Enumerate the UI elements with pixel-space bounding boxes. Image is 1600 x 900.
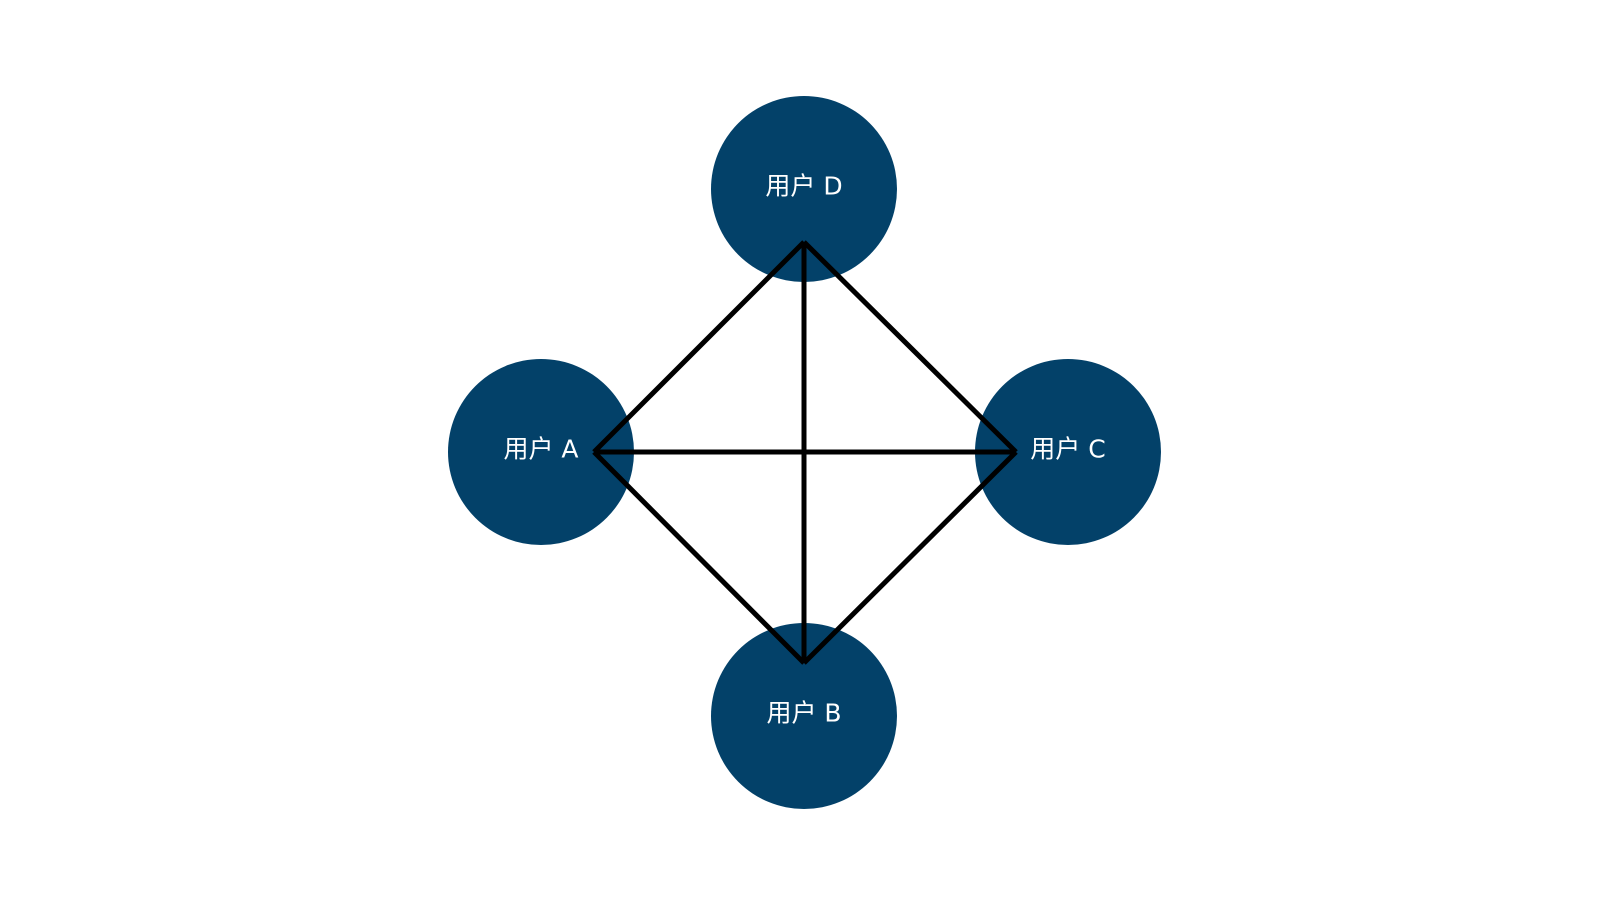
- node-user-b: 用户 B: [711, 623, 897, 809]
- edge-c-b: [802, 450, 1018, 665]
- node-user-a-circle: [448, 359, 634, 545]
- edges-layer: [592, 240, 1018, 665]
- node-user-d: 用户 D: [711, 96, 897, 282]
- edge-b-a: [592, 450, 806, 665]
- edge-d-c: [802, 240, 1018, 454]
- node-user-d-circle: [711, 96, 897, 282]
- nodes-layer: 用户 D 用户 A 用户 C 用户 B: [448, 96, 1161, 809]
- node-user-a: 用户 A: [448, 359, 634, 545]
- node-user-b-circle: [711, 623, 897, 809]
- node-user-b-label: 用户 B: [766, 699, 841, 728]
- edge-a-d: [592, 240, 806, 454]
- node-user-c: 用户 C: [975, 359, 1161, 545]
- node-user-c-circle: [975, 359, 1161, 545]
- node-user-a-label: 用户 A: [503, 435, 578, 464]
- node-user-c-label: 用户 C: [1030, 435, 1105, 464]
- node-user-d-label: 用户 D: [765, 172, 842, 201]
